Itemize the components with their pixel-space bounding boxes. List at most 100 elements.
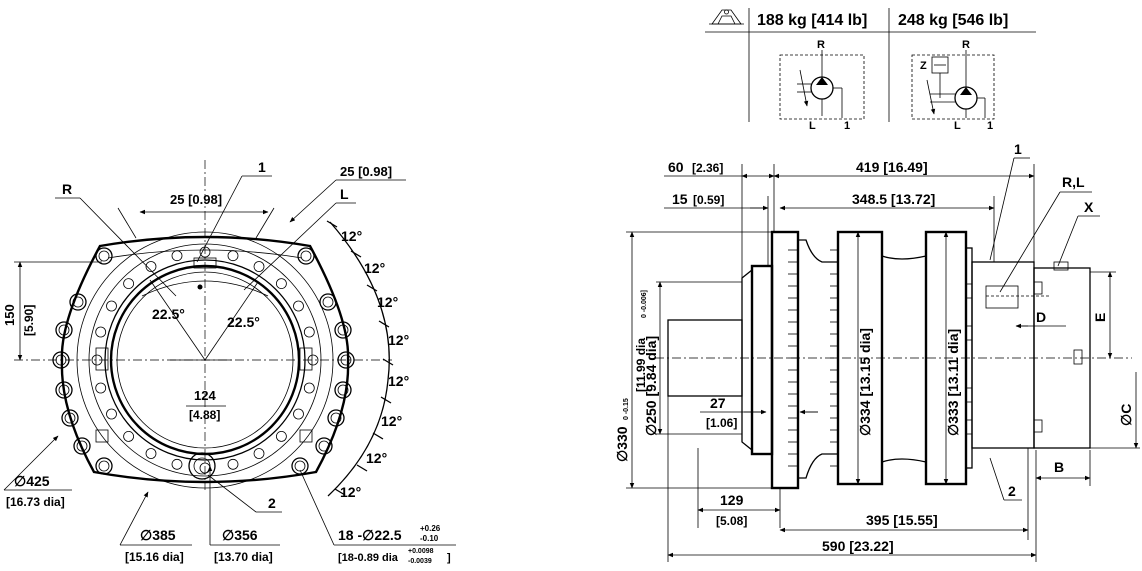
dim-590: 590 [23.22] [822, 538, 894, 554]
dim-150: 150 [2, 304, 17, 326]
dim-330-inch-tol: 0 -0.006] [641, 290, 648, 318]
mounting-hole [315, 437, 333, 455]
mounting-hole [327, 409, 345, 427]
label-rl-side: R,L [1062, 174, 1085, 190]
angle-22-5-right: 22.5° [227, 314, 260, 330]
weight-standard: 188 kg [414 lb] [757, 12, 867, 29]
label-1-front: 1 [258, 159, 266, 175]
mounting-hole [95, 247, 113, 265]
weight-with-brake: 248 kg [546 lb] [898, 12, 1008, 29]
inner-bolt-hole [293, 300, 304, 312]
holes-inch-end: ] [447, 552, 451, 564]
deg-6: 12° [381, 413, 402, 429]
inner-bolt-hole [307, 354, 319, 366]
mounting-hole [73, 437, 91, 455]
label-dia-c: ∅C [1118, 404, 1134, 426]
dim-334: ∅334 [13.15 dia] [857, 328, 873, 436]
dim-425-inch: [16.73 dia] [6, 495, 65, 509]
label-e: E [1092, 313, 1108, 322]
inner-bolt-hole [253, 448, 265, 459]
label-d: D [1036, 309, 1046, 325]
motor-body [971, 261, 1035, 449]
side-view: 60 [2.36] 419 [16.49] 15 [0.59] 348.5 [1… [614, 141, 1140, 562]
label-2-front: 2 [268, 495, 276, 511]
dim-150-inch: [5.90] [22, 305, 36, 336]
inner-bolt-hole [145, 261, 157, 272]
mounting-hole [69, 293, 87, 311]
dim-25-right: 25 [0.98] [340, 164, 392, 179]
front-view: 25 [0.98] R 1 25 [0.98] L 22.5° 22.5° 15… [2, 159, 456, 565]
mounting-hole [55, 321, 73, 339]
schematic2-port-1: 1 [987, 120, 993, 132]
dim-356-inch: [13.70 dia] [214, 550, 273, 564]
dim-330: ∅330 [614, 426, 630, 462]
mounting-hole [61, 409, 79, 427]
inner-bolt-hole [275, 430, 287, 442]
mounting-hole [334, 381, 352, 399]
angle-tick [326, 220, 338, 228]
motor-cover [1033, 267, 1091, 449]
dim-27-inch: [1.06] [706, 416, 737, 430]
inner-bolt-hole [95, 326, 107, 338]
inner-bolt-hole [303, 382, 315, 394]
dim-15: 15 [672, 191, 688, 207]
mounting-flange [770, 230, 800, 490]
mounting-holes [52, 247, 355, 475]
dim-330-inch: [11.99 dia [634, 338, 648, 392]
schematic-port-1: 1 [844, 120, 850, 132]
angle-tick [380, 396, 392, 404]
inner-bolt-hole [106, 300, 117, 312]
holes-inch-tol-dn: -0.0039 [408, 558, 432, 565]
dim-395: 395 [15.55] [866, 512, 938, 528]
deg-4: 12° [388, 332, 409, 348]
dim-129: 129 [720, 492, 744, 508]
weight-table: 188 kg [414 lb] 248 kg [546 lb] R L 1 [705, 8, 1036, 132]
schematic-port-l: L [809, 120, 816, 132]
holes-tol-dn: -0.10 [420, 534, 439, 543]
mounting-hole [95, 457, 113, 475]
inner-bolt-hole [91, 354, 103, 366]
inner-bolt-circle [91, 246, 319, 474]
angle-tick [372, 432, 384, 440]
angle-tick [378, 320, 390, 328]
angle-tick [382, 358, 394, 366]
label-r-port: R [62, 181, 72, 197]
deg-1: 12° [341, 228, 362, 244]
mounting-hole [337, 351, 355, 369]
hydraulic-schematic-standard: R L 1 [779, 39, 865, 132]
dim-15-inch: [0.59] [693, 193, 724, 207]
holes-inch-tol-up: +0.0098 [408, 548, 434, 555]
dim-250: ∅250 [9.84 dia] [643, 336, 659, 436]
mounting-hole [291, 457, 309, 475]
inner-bolt-hole [275, 278, 287, 290]
schematic2-port-r: R [962, 39, 970, 51]
mounting-hole [297, 247, 315, 265]
label-1-side: 1 [1014, 141, 1022, 157]
schematic2-port-l: L [954, 120, 961, 132]
dim-356: ∅356 [222, 527, 258, 543]
deg-5: 12° [388, 373, 409, 389]
dim-425: ∅425 [14, 473, 50, 489]
dim-25-left: 25 [0.98] [170, 192, 222, 207]
schematic-port-z: Z [920, 60, 927, 72]
deg-2: 12° [364, 260, 385, 276]
holes-callout-inch: [18-0.89 dia [338, 552, 399, 564]
deg-8: 12° [340, 484, 361, 500]
inner-bolt-hole [123, 430, 135, 442]
dim-60-inch: [2.36] [692, 161, 723, 175]
dim-124-inch: [4.88] [189, 408, 220, 422]
dim-60: 60 [668, 159, 684, 175]
label-l-port: L [340, 186, 349, 202]
holes-tol-up: +0.26 [420, 524, 441, 533]
dim-385: ∅385 [140, 527, 176, 543]
label-2-side: 2 [1008, 483, 1016, 499]
inner-bolt-hole [123, 278, 135, 290]
deg-7: 12° [366, 450, 387, 466]
mounting-hole [334, 321, 352, 339]
inner-bolt-hole [303, 326, 315, 338]
inner-bolt-hole [171, 458, 183, 470]
label-b: B [1054, 459, 1064, 475]
inner-bolt-hole [293, 408, 304, 420]
inner-bolt-hole [171, 250, 183, 262]
label-x: X [1084, 199, 1094, 215]
